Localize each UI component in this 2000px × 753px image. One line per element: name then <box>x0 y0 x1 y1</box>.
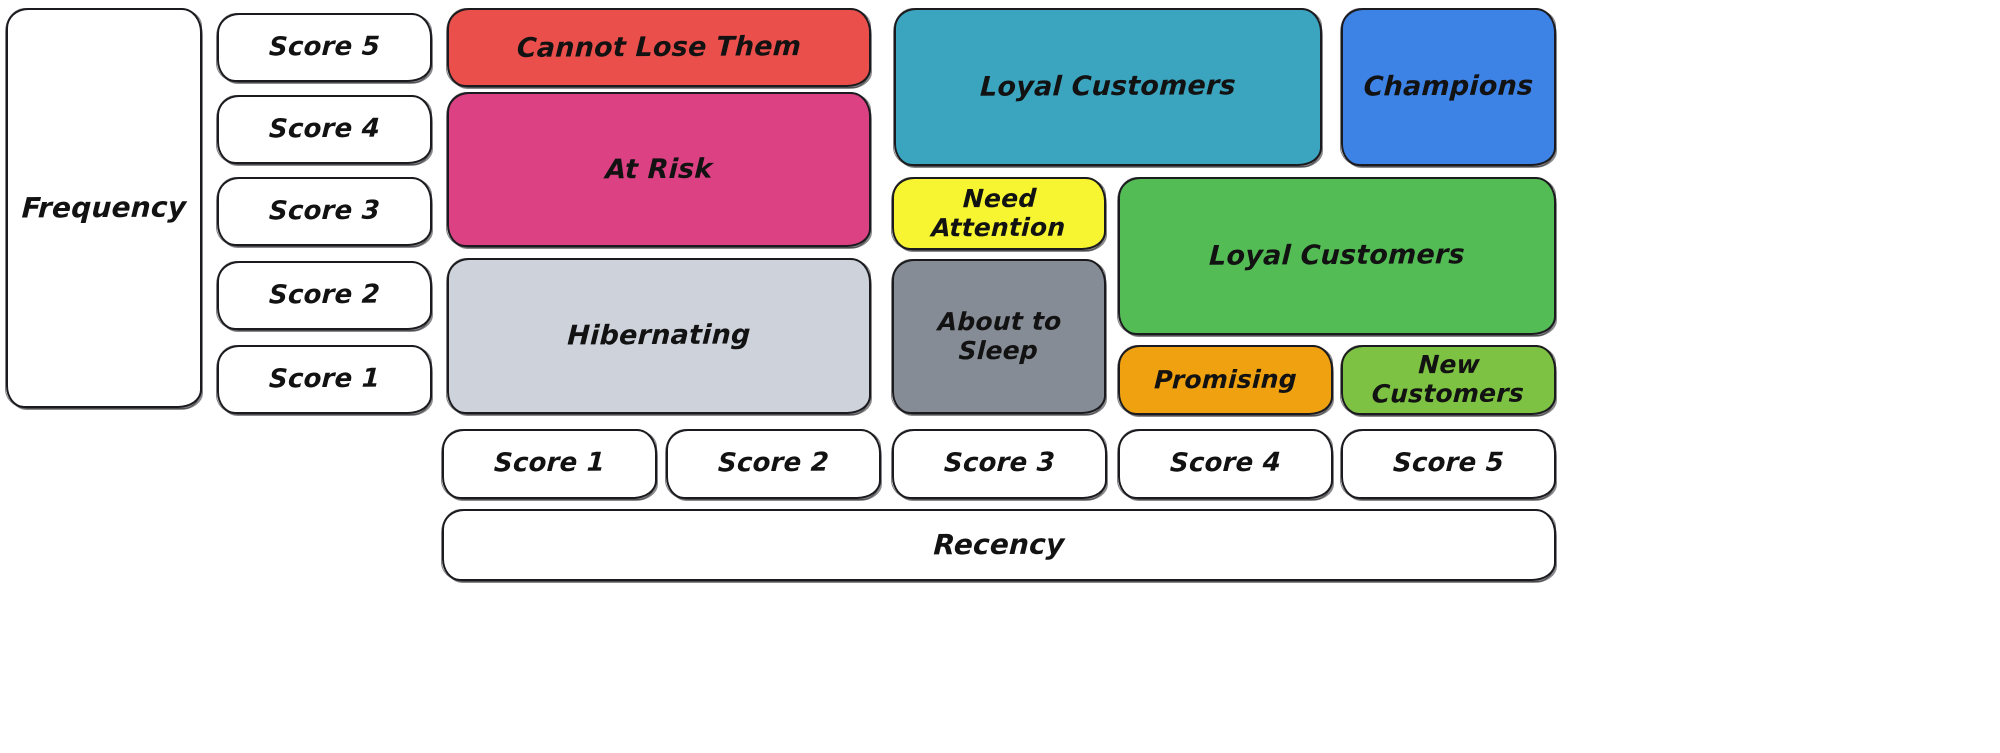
frequency-score-5[interactable]: Score 5 <box>216 13 432 83</box>
frequency-score-4-label: Score 4 <box>268 113 381 144</box>
frequency-score-2[interactable]: Score 2 <box>216 261 432 331</box>
frequency-score-3[interactable]: Score 3 <box>216 177 432 247</box>
frequency-score-3-label: Score 3 <box>268 195 381 226</box>
recency-score-4-label: Score 4 <box>1169 447 1282 479</box>
segment-promising-label: Promising <box>1153 364 1298 395</box>
recency-axis-label-box[interactable]: Recency <box>441 509 1556 582</box>
frequency-score-4[interactable]: Score 4 <box>216 95 432 165</box>
segment-cannot-lose-them[interactable]: Cannot Lose Them <box>446 8 871 88</box>
frequency-score-1-label: Score 1 <box>268 363 381 394</box>
recency-score-4[interactable]: Score 4 <box>1117 429 1333 500</box>
segment-loyal-customers-right[interactable]: Loyal Customers <box>1117 177 1556 336</box>
segment-loyal-customers-top[interactable]: Loyal Customers <box>893 8 1322 167</box>
segment-loyal-customers-top-label: Loyal Customers <box>979 70 1237 104</box>
recency-score-2[interactable]: Score 2 <box>665 429 881 500</box>
segment-champions-label: Champions <box>1362 70 1535 103</box>
recency-score-2-label: Score 2 <box>717 447 830 479</box>
recency-score-5[interactable]: Score 5 <box>1340 429 1556 500</box>
recency-score-1-label: Score 1 <box>493 447 606 479</box>
recency-score-3-label: Score 3 <box>943 447 1056 479</box>
recency-score-3[interactable]: Score 3 <box>891 429 1107 500</box>
segment-champions[interactable]: Champions <box>1340 8 1556 167</box>
segment-cannot-lose-them-label: Cannot Lose Them <box>516 31 802 64</box>
frequency-score-2-label: Score 2 <box>268 279 381 310</box>
segment-at-risk-label: At Risk <box>604 153 714 186</box>
recency-axis-label: Recency <box>932 527 1066 562</box>
segment-new-customers[interactable]: New Customers <box>1340 345 1556 416</box>
segment-need-attention-label: Need Attention <box>930 183 1067 242</box>
frequency-score-5-label: Score 5 <box>268 31 381 62</box>
segment-about-to-sleep[interactable]: About to Sleep <box>891 259 1106 415</box>
segment-at-risk[interactable]: At Risk <box>446 92 871 248</box>
segment-new-customers-label: New Customers <box>1371 350 1525 409</box>
frequency-score-1[interactable]: Score 1 <box>216 345 432 415</box>
segment-promising[interactable]: Promising <box>1117 345 1333 416</box>
frequency-axis-label-box[interactable]: Frequency <box>5 8 202 409</box>
segment-hibernating-label: Hibernating <box>566 319 752 353</box>
recency-score-5-label: Score 5 <box>1392 447 1505 479</box>
segment-about-to-sleep-label: About to Sleep <box>937 306 1063 365</box>
segment-need-attention[interactable]: Need Attention <box>891 177 1106 251</box>
frequency-axis-label: Frequency <box>21 190 188 225</box>
segment-loyal-customers-right-label: Loyal Customers <box>1208 239 1466 273</box>
recency-score-1[interactable]: Score 1 <box>441 429 657 500</box>
segment-hibernating[interactable]: Hibernating <box>446 258 871 415</box>
